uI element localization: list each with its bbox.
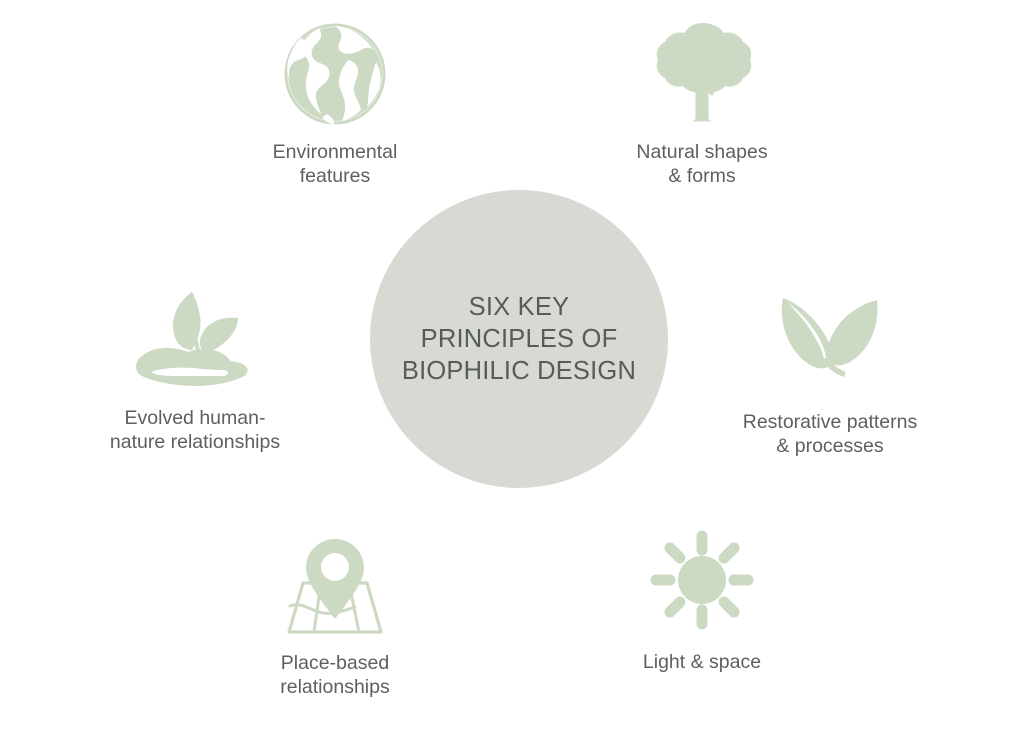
principle-node-evolved-human-nature: Evolved human- nature relationships xyxy=(75,288,315,454)
principle-node-environmental-features: Environmental features xyxy=(215,22,455,188)
hand-holding-plant-icon xyxy=(134,288,256,392)
center-hub-circle: SIX KEY PRINCIPLES OF BIOPHILIC DESIGN xyxy=(370,190,668,488)
principle-node-natural-shapes-forms: Natural shapes & forms xyxy=(582,20,822,188)
principle-label-place-based-relationships: Place-based relationships xyxy=(280,652,390,698)
principle-label-natural-shapes-forms: Natural shapes & forms xyxy=(636,141,768,187)
principle-node-light-and-space: Light & space xyxy=(582,530,822,674)
center-hub-title: SIX KEY PRINCIPLES OF BIOPHILIC DESIGN xyxy=(401,293,637,385)
principle-label-restorative-patterns: Restorative patterns & processes xyxy=(742,411,918,457)
principle-node-place-based-relationships: Place-based relationships xyxy=(215,535,455,699)
principle-node-restorative-patterns: Restorative patterns & processes xyxy=(710,290,950,458)
principle-label-light-and-space: Light & space xyxy=(642,651,762,673)
sun-icon xyxy=(650,530,754,630)
tree-icon xyxy=(650,20,754,124)
map-pin-icon xyxy=(281,535,389,639)
globe-icon xyxy=(283,22,387,126)
principle-label-environmental-features: Environmental features xyxy=(272,141,398,187)
two-leaves-icon xyxy=(775,290,885,394)
principle-label-evolved-human-nature: Evolved human- nature relationships xyxy=(109,407,281,453)
